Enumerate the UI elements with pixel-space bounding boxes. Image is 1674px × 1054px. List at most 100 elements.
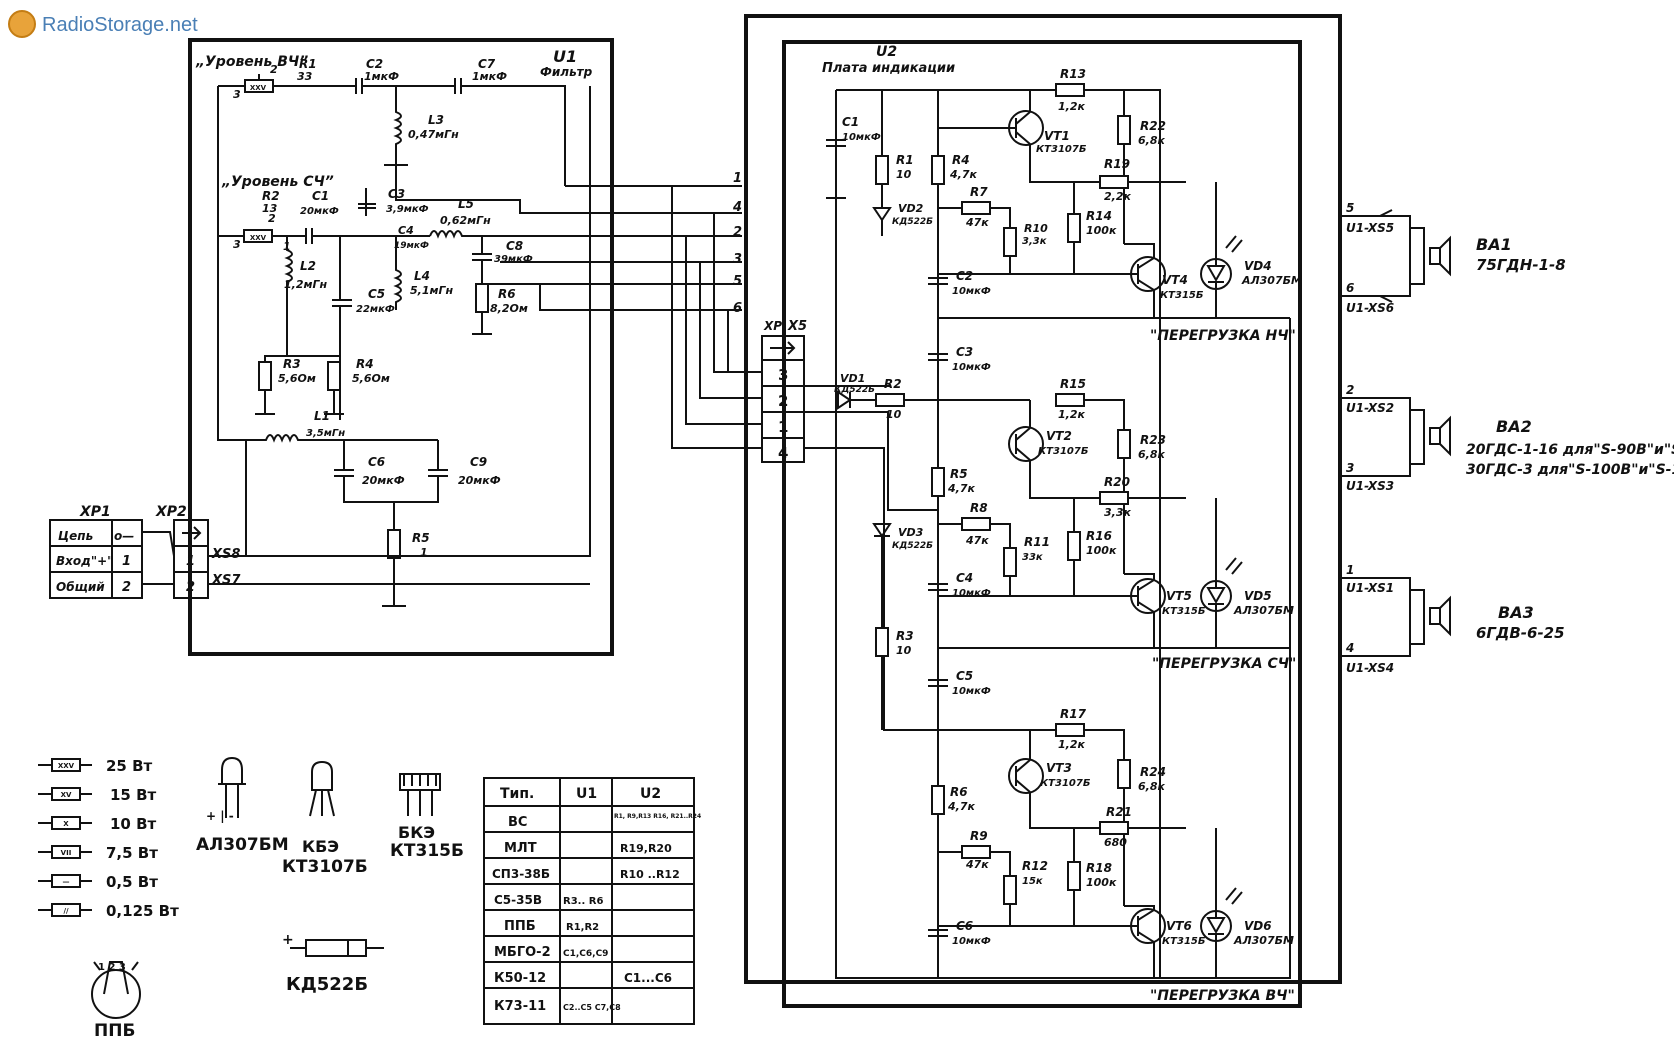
part-pinouts: + | - АЛ307БМ КБЭ КТ3107Б БКЭ КТ315Б + К…: [91, 756, 464, 1041]
u2-r10-resistor: [1003, 227, 1017, 257]
speaker-pin: 2: [1346, 383, 1354, 397]
u1-xs7-label: XS7: [211, 573, 241, 588]
u2-r24-ref: R24: [1140, 765, 1166, 779]
u2-c3-val: 10мкФ: [952, 362, 991, 373]
legend-mark: VII: [61, 849, 72, 857]
u1-r5-val: 1: [420, 546, 428, 559]
u2-r24-resistor: [1117, 759, 1131, 789]
u1-out-pin: 4: [732, 200, 742, 215]
table-cell: R1, R9,R13 R16, R21..R24: [614, 813, 701, 820]
table-cell: R1,R2: [566, 922, 599, 933]
u2-vt2-ref: VT2: [1046, 429, 1072, 443]
u1-r2-val: 13: [262, 202, 278, 215]
u2-r4-val: 4,7к: [949, 168, 977, 181]
u2-vd1-ref: VD1: [840, 372, 865, 385]
u1-c4-val: 19мкФ: [394, 241, 429, 251]
watermark-logo-icon: [8, 10, 36, 38]
u1-l1-ref: L1: [314, 409, 330, 423]
u2-r12-resistor: [1003, 875, 1017, 905]
u1-r4-val: 5,6Ом: [352, 372, 390, 385]
table-row: ППБ R1,R2: [504, 919, 599, 934]
u1-c5-val: 22мкФ: [356, 304, 395, 315]
u1-c3-val: 3,9мкФ: [386, 204, 429, 215]
speaker-xs: U1-XS4: [1346, 661, 1394, 675]
u2-vd5-val: АЛ307БМ: [1233, 604, 1294, 617]
led-name: АЛ307БМ: [196, 835, 289, 855]
u2-vt3-val: КТ3107Б: [1040, 778, 1091, 789]
u1-c9-val: 20мкФ: [458, 474, 501, 487]
u2-overload-lf-label: "ПЕРЕГРУЗКА НЧ": [1150, 328, 1296, 344]
speaker-xs: U1-XS3: [1346, 479, 1394, 493]
legend-value: 25 Вт: [106, 757, 153, 775]
power-rating-legend: XXV 25 Вт XV 15 Вт X 10 Вт VII 7,5 Вт — …: [38, 757, 179, 920]
u2-r7-ref: R7: [970, 185, 988, 199]
xp1-row-label: Цепь: [58, 529, 93, 543]
u2-r22-val: 6,8к: [1138, 134, 1165, 147]
u2-r13-ref: R13: [1060, 67, 1086, 81]
u1-c7-val: 1мкФ: [472, 70, 507, 83]
u1-hf-level-title: „Уровень ВЧ”: [195, 54, 308, 70]
transistor-kt315b-pinout: БКЭ КТ315Б: [390, 773, 464, 861]
u1-c4-ref: C4: [398, 224, 414, 237]
u1-title: U1: [553, 47, 577, 66]
u2-r12-ref: R12: [1022, 859, 1048, 873]
diode-icon: [290, 939, 384, 957]
u2-r9-val: 47к: [965, 858, 989, 871]
u2-r5-val: 4,7к: [947, 482, 975, 495]
u2-r2-val: 10: [886, 408, 902, 421]
transistor-name: КТ3107Б: [282, 857, 368, 877]
u1-c1-ref: C1: [312, 189, 329, 203]
u2-c5-ref: C5: [956, 669, 973, 683]
speaker-pin: 5: [1346, 201, 1354, 215]
u2-r19-ref: R19: [1104, 157, 1130, 171]
u1-l5-val: 0,62мГн: [440, 214, 491, 227]
u1-board-outline: [188, 38, 614, 656]
speaker-model-alt: 30ГДС-3 для"S-100B"и"S-100Д": [1466, 462, 1674, 478]
legend-row: XV 15 Вт: [38, 786, 157, 804]
u1-subtitle: Фильтр: [540, 65, 593, 79]
pot-ppb-pinout: 1 2 3 ППБ: [91, 961, 141, 1041]
speaker-ba3: 1 U1-XS1 4 U1-XS4 BA3 6ГДВ-6-25: [1340, 563, 1565, 675]
speaker-pin: 6: [1346, 281, 1354, 295]
table-cell: C1...C6: [624, 971, 672, 985]
u2-r5-ref: R5: [950, 467, 968, 481]
watermark: RadioStorage.net: [8, 10, 198, 38]
diode-name: КД522Б: [286, 974, 368, 995]
table-cell: R19,R20: [620, 842, 672, 855]
u2-r23-resistor: [1117, 429, 1131, 459]
led-al307bm-pinout: + | - АЛ307БМ: [196, 756, 289, 855]
u2-r6-ref: R6: [950, 785, 968, 799]
xp2-pin: 1: [186, 554, 195, 569]
u1-r6-ref: R6: [498, 287, 516, 301]
transistor-icon: [309, 760, 335, 817]
u2-r21-ref: R21: [1106, 805, 1132, 819]
u2-vd6-val: АЛ307БМ: [1233, 934, 1294, 947]
xp1-row-pin: 2: [122, 580, 131, 595]
u1-r2-ref: R2: [262, 189, 280, 203]
u2-vd5-ref: VD5: [1244, 589, 1272, 603]
u1-l4-ref: L4: [414, 269, 430, 283]
table-row: ВС R1, R9,R13 R16, R21..R24: [508, 813, 701, 830]
u1-c1-capacitor: [305, 228, 313, 244]
u1-r3-val: 5,6Ом: [278, 372, 316, 385]
u2-r7-resistor: [961, 201, 991, 215]
u2-vt3-ref: VT3: [1046, 761, 1072, 775]
u2-c4-ref: C4: [956, 571, 973, 585]
legend-row: VII 7,5 Вт: [38, 844, 158, 862]
u2-vd3-diode: [872, 523, 892, 628]
svg-text:XXV: XXV: [250, 84, 267, 92]
pot-pins: 1 2 3: [98, 962, 126, 973]
u1-mf-level-title: „Уровень СЧ”: [221, 174, 334, 190]
speaker-icon: [1410, 227, 1451, 285]
u1-r1-pin3: 3: [233, 88, 241, 101]
speaker-icon: [1410, 409, 1451, 465]
u1-output-pins: 1 4 2 3 5 6: [732, 171, 742, 316]
u2-vt6-val: КТ315Б: [1162, 936, 1206, 947]
u2-c2-ref: C2: [956, 269, 973, 283]
speaker-pin: 1: [1346, 563, 1354, 577]
u2-c6-ref: C6: [956, 919, 973, 933]
legend-row: X 10 Вт: [38, 815, 157, 833]
u1-r2-pin2: 2: [268, 212, 276, 225]
component-type-table: Тип. U1 U2 ВС R1, R9,R13 R16, R21..R24 М…: [483, 777, 701, 1025]
